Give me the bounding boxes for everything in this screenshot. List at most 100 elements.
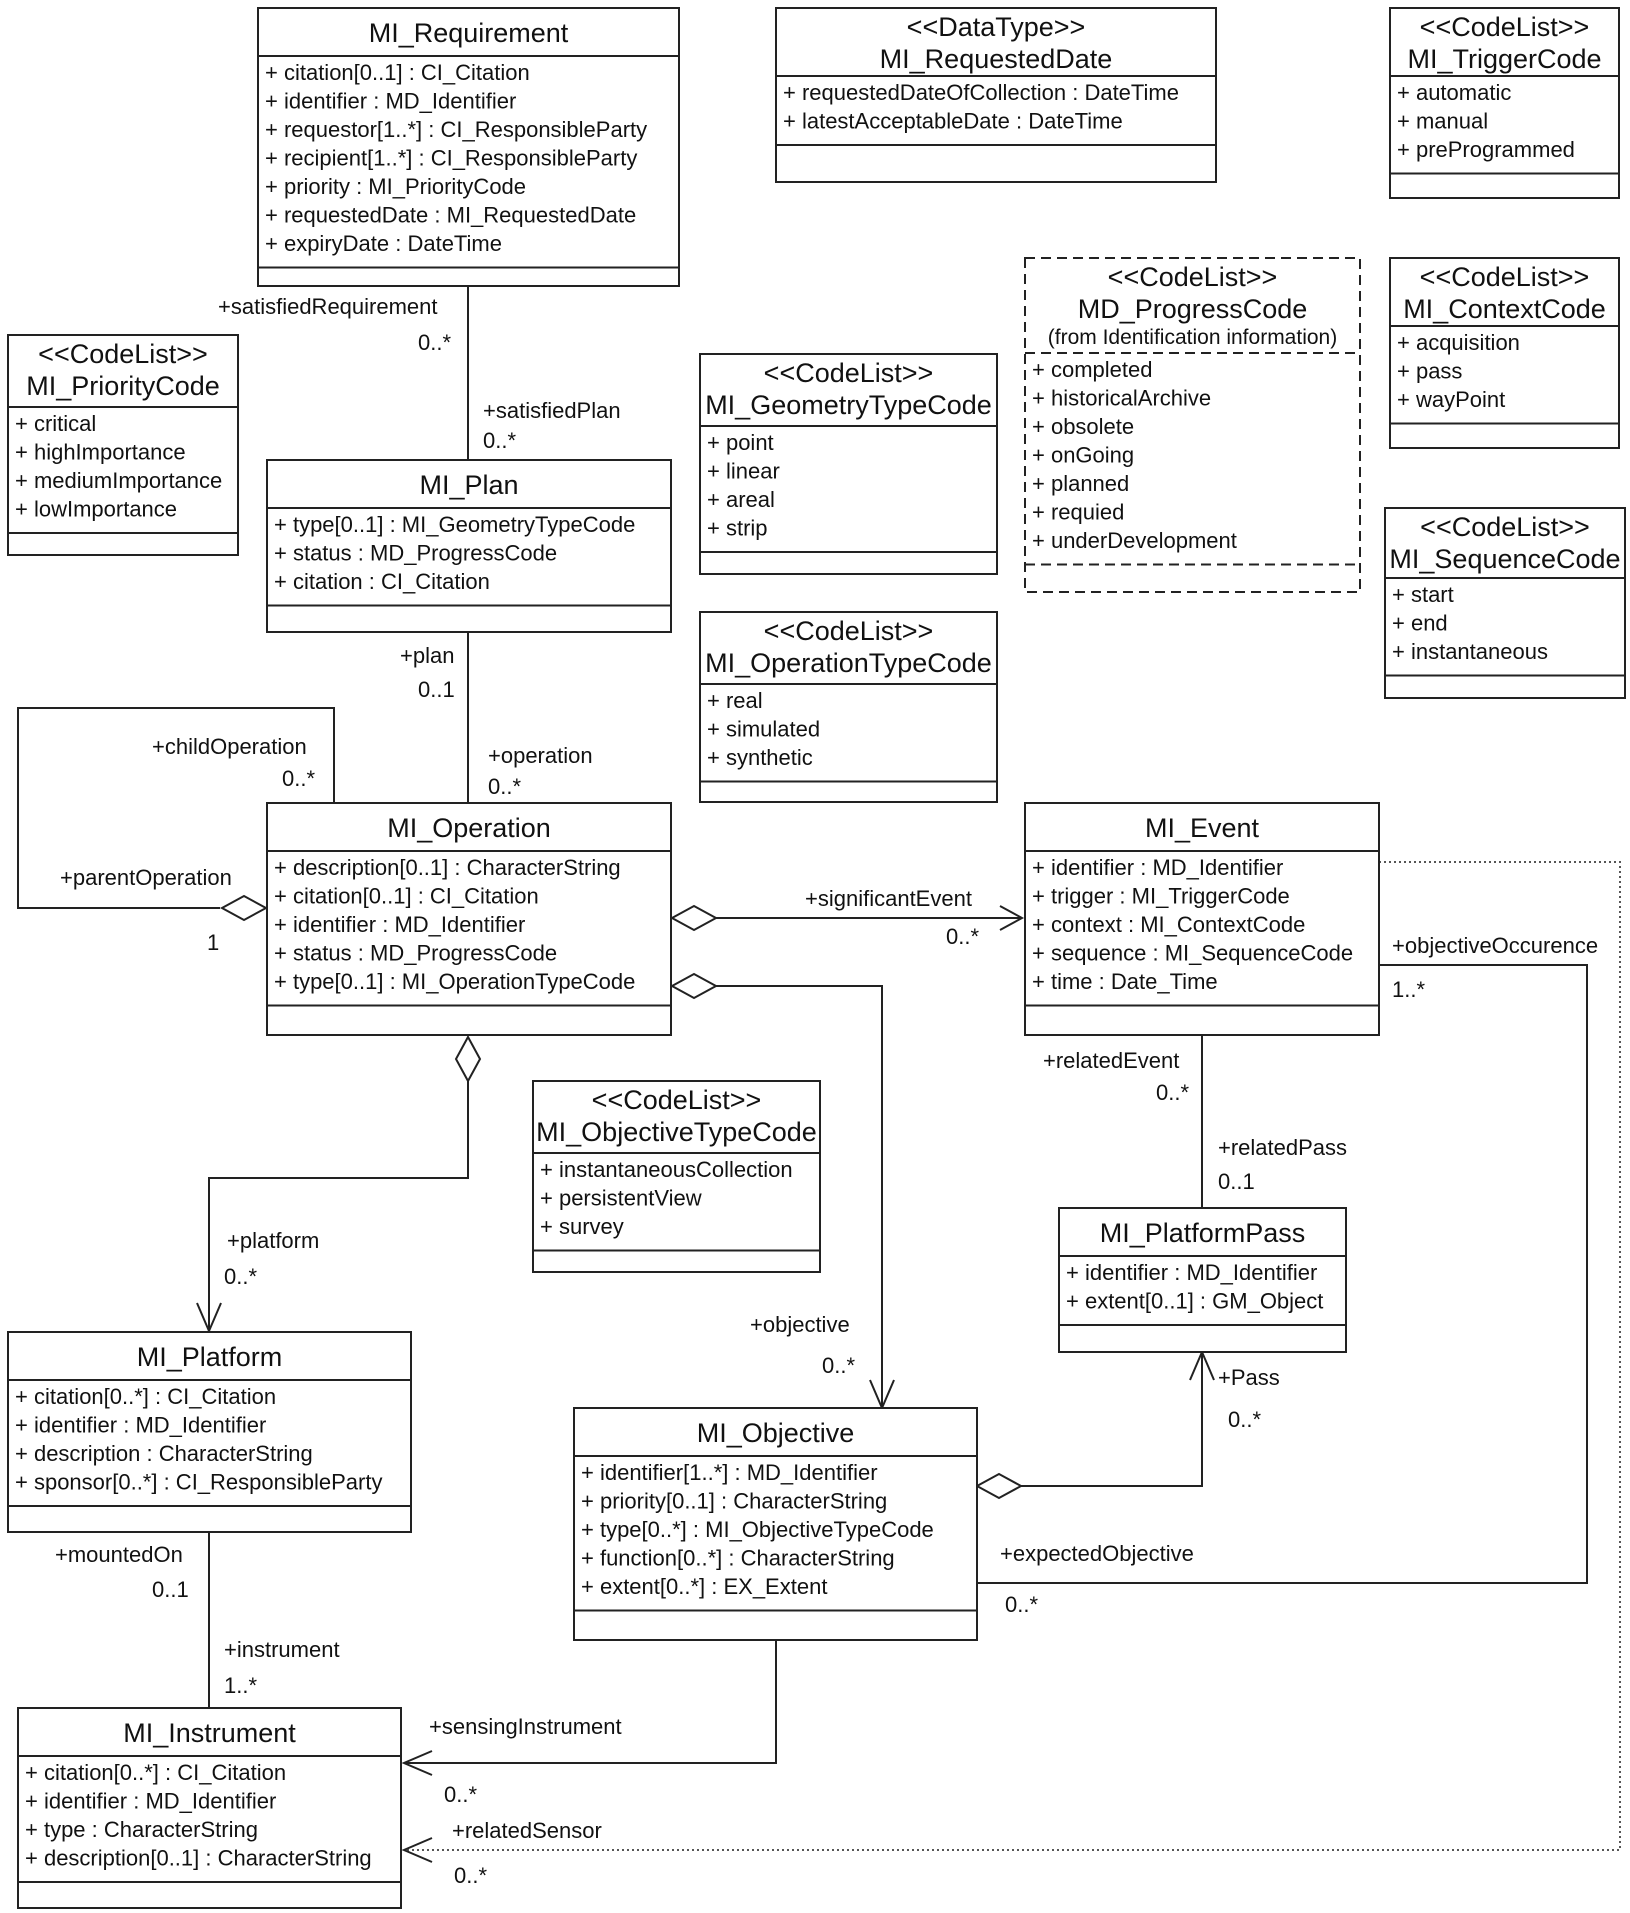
mult-plan: 0..1 (418, 677, 455, 702)
class-attribute: + context : MI_ContextCode (1032, 912, 1305, 937)
class-box (1389, 257, 1620, 449)
class-attribute: + description[0..1] : CharacterString (274, 855, 621, 880)
class-box (7, 334, 239, 556)
role-related-event: +relatedEvent (1043, 1048, 1179, 1073)
class-box (266, 802, 672, 1036)
class-progressCode: <<CodeList>>MD_ProgressCode(from Identif… (1024, 257, 1361, 593)
class-attribute: + time : Date_Time (1032, 969, 1218, 994)
class-attribute: + mediumImportance (15, 468, 222, 493)
class-attribute: + identifier : MD_Identifier (15, 1413, 266, 1438)
mult-child-operation: 0..* (282, 766, 315, 791)
class-attribute: + survey (540, 1214, 624, 1239)
objective-platformpass-aggregation (1021, 1352, 1203, 1487)
connectors (17, 287, 1621, 1863)
class-attribute: + function[0..*] : CharacterString (581, 1546, 895, 1571)
role-sensing-instrument: +sensingInstrument (429, 1714, 622, 1739)
mult-satisfied-plan: 0..* (483, 428, 516, 453)
class-attribute: + areal (707, 487, 775, 512)
class-platformPass: MI_PlatformPass+ identifier : MD_Identif… (1058, 1207, 1347, 1353)
class-name: MD_ProgressCode (1078, 294, 1308, 324)
role-objective: +objective (750, 1312, 850, 1337)
class-attribute: + underDevelopment (1032, 528, 1237, 553)
class-attribute: + planned (1032, 471, 1129, 496)
class-objective: MI_Objective + identifier[1..*] : MD_Iden… (573, 1407, 978, 1641)
mult-related-sensor: 0..* (454, 1863, 487, 1888)
class-triggerCode: <<CodeList>>MI_TriggerCode+ automatic+ m… (1389, 7, 1620, 199)
class-attribute: + citation[0..1] : CI_Citation (274, 884, 539, 909)
mult-parent-operation: 1 (207, 930, 219, 955)
significant-event-arrowhead (999, 905, 1025, 931)
class-attribute: + historicalArchive (1032, 386, 1211, 411)
class-name: MI_TriggerCode (1407, 44, 1601, 74)
class-operationTypeCode: <<CodeList>>MI_OperationTypeCode+ real+ … (699, 611, 998, 803)
mult-related-event: 0..* (1156, 1080, 1189, 1105)
class-stereotype: <<CodeList>> (592, 1085, 762, 1115)
class-attribute: + start (1392, 582, 1454, 607)
role-satisfied-requirement: +satisfiedRequirement (218, 294, 438, 319)
role-plan: +plan (400, 643, 454, 668)
class-attribute: + identifier : MD_Identifier (25, 1789, 276, 1814)
class-geometryTypeCode: <<CodeList>>MI_GeometryTypeCode+ point+ … (699, 353, 998, 575)
class-attribute: + identifier : MD_Identifier (1032, 855, 1283, 880)
class-boxes: MI_Requirement + citation[0..1] : CI_Cita… (7, 7, 1626, 1909)
class-attribute: + citation[0..*] : CI_Citation (25, 1760, 286, 1785)
class-box (17, 1707, 402, 1909)
class-attribute: + trigger : MI_TriggerCode (1032, 884, 1290, 909)
class-attribute: + requestedDateOfCollection : DateTime (783, 80, 1179, 105)
class-name: MI_GeometryTypeCode (705, 390, 992, 420)
class-stereotype: <<CodeList>> (764, 358, 934, 388)
class-attribute: + latestAcceptableDate : DateTime (783, 109, 1123, 134)
class-box (573, 1407, 978, 1641)
class-attribute: + requestor[1..*] : CI_ResponsibleParty (265, 117, 647, 142)
role-labels: +satisfiedRequirement 0..* +satisfiedPla… (55, 294, 1598, 1888)
class-attribute: + simulated (707, 717, 820, 742)
class-name: MI_Platform (137, 1342, 283, 1372)
class-sequenceCode: <<CodeList>>MI_SequenceCode+ start+ end+… (1384, 507, 1626, 699)
class-attribute: + lowImportance (15, 497, 177, 522)
class-attribute: + highImportance (15, 440, 186, 465)
mult-instrument: 1..* (224, 1673, 257, 1698)
class-name: MI_ObjectiveTypeCode (536, 1117, 817, 1147)
class-box (775, 7, 1217, 183)
class-name: MI_Objective (697, 1418, 855, 1448)
class-attribute: + wayPoint (1397, 387, 1505, 412)
class-attribute: + identifier : MD_Identifier (265, 89, 516, 114)
class-attribute: + identifier[1..*] : MD_Identifier (581, 1460, 878, 1485)
class-attribute: + priority[0..1] : CharacterString (581, 1489, 887, 1514)
class-attribute: + instantaneous (1392, 639, 1548, 664)
class-attribute: + strip (707, 516, 768, 541)
class-plan: MI_Plan+ type[0..1] : MI_GeometryTypeCod… (266, 459, 672, 633)
class-attribute: + type[0..*] : MI_ObjectiveTypeCode (581, 1517, 934, 1542)
class-attribute: + status : MD_ProgressCode (274, 941, 557, 966)
class-platform: MI_Platform+ citation[0..*] : CI_Citatio… (7, 1331, 412, 1533)
class-attribute: + citation : CI_Citation (274, 569, 490, 594)
class-name: MI_Event (1145, 813, 1260, 843)
class-name: MI_Requirement (369, 18, 569, 48)
class-attribute: + extent[0..*] : EX_Extent (581, 1574, 827, 1599)
mult-expected-objective: 0..* (1005, 1592, 1038, 1617)
mult-pass: 0..* (1228, 1407, 1261, 1432)
operation-event-diamond (669, 904, 719, 932)
class-attribute: + acquisition (1397, 330, 1520, 355)
class-attribute: + extent[0..1] : GM_Object (1066, 1289, 1323, 1314)
class-attribute: + type : CharacterString (25, 1817, 258, 1842)
event-objective-association (977, 964, 1588, 1584)
operation-platform-diamond (454, 1034, 482, 1084)
mult-satisfied-requirement: 0..* (418, 330, 451, 355)
class-box (1058, 1207, 1347, 1353)
mult-objective-occurence: 1..* (1392, 977, 1425, 1002)
class-attribute: + manual (1397, 109, 1488, 134)
class-attribute: + synthetic (707, 745, 813, 770)
class-attribute: + expiryDate : DateTime (265, 231, 502, 256)
class-attribute: + automatic (1397, 80, 1511, 105)
class-operation: MI_Operation+ description[0..1] : Charac… (266, 802, 672, 1036)
objective-instrument-association (404, 1640, 777, 1764)
class-box (699, 611, 998, 803)
role-mounted-on: +mountedOn (55, 1542, 183, 1567)
class-package-origin: (from Identification information) (1048, 326, 1337, 349)
class-attribute: + linear (707, 459, 780, 484)
class-attribute: + end (1392, 611, 1448, 636)
class-attribute: + citation[0..1] : CI_Citation (265, 60, 530, 85)
class-box (257, 7, 680, 287)
